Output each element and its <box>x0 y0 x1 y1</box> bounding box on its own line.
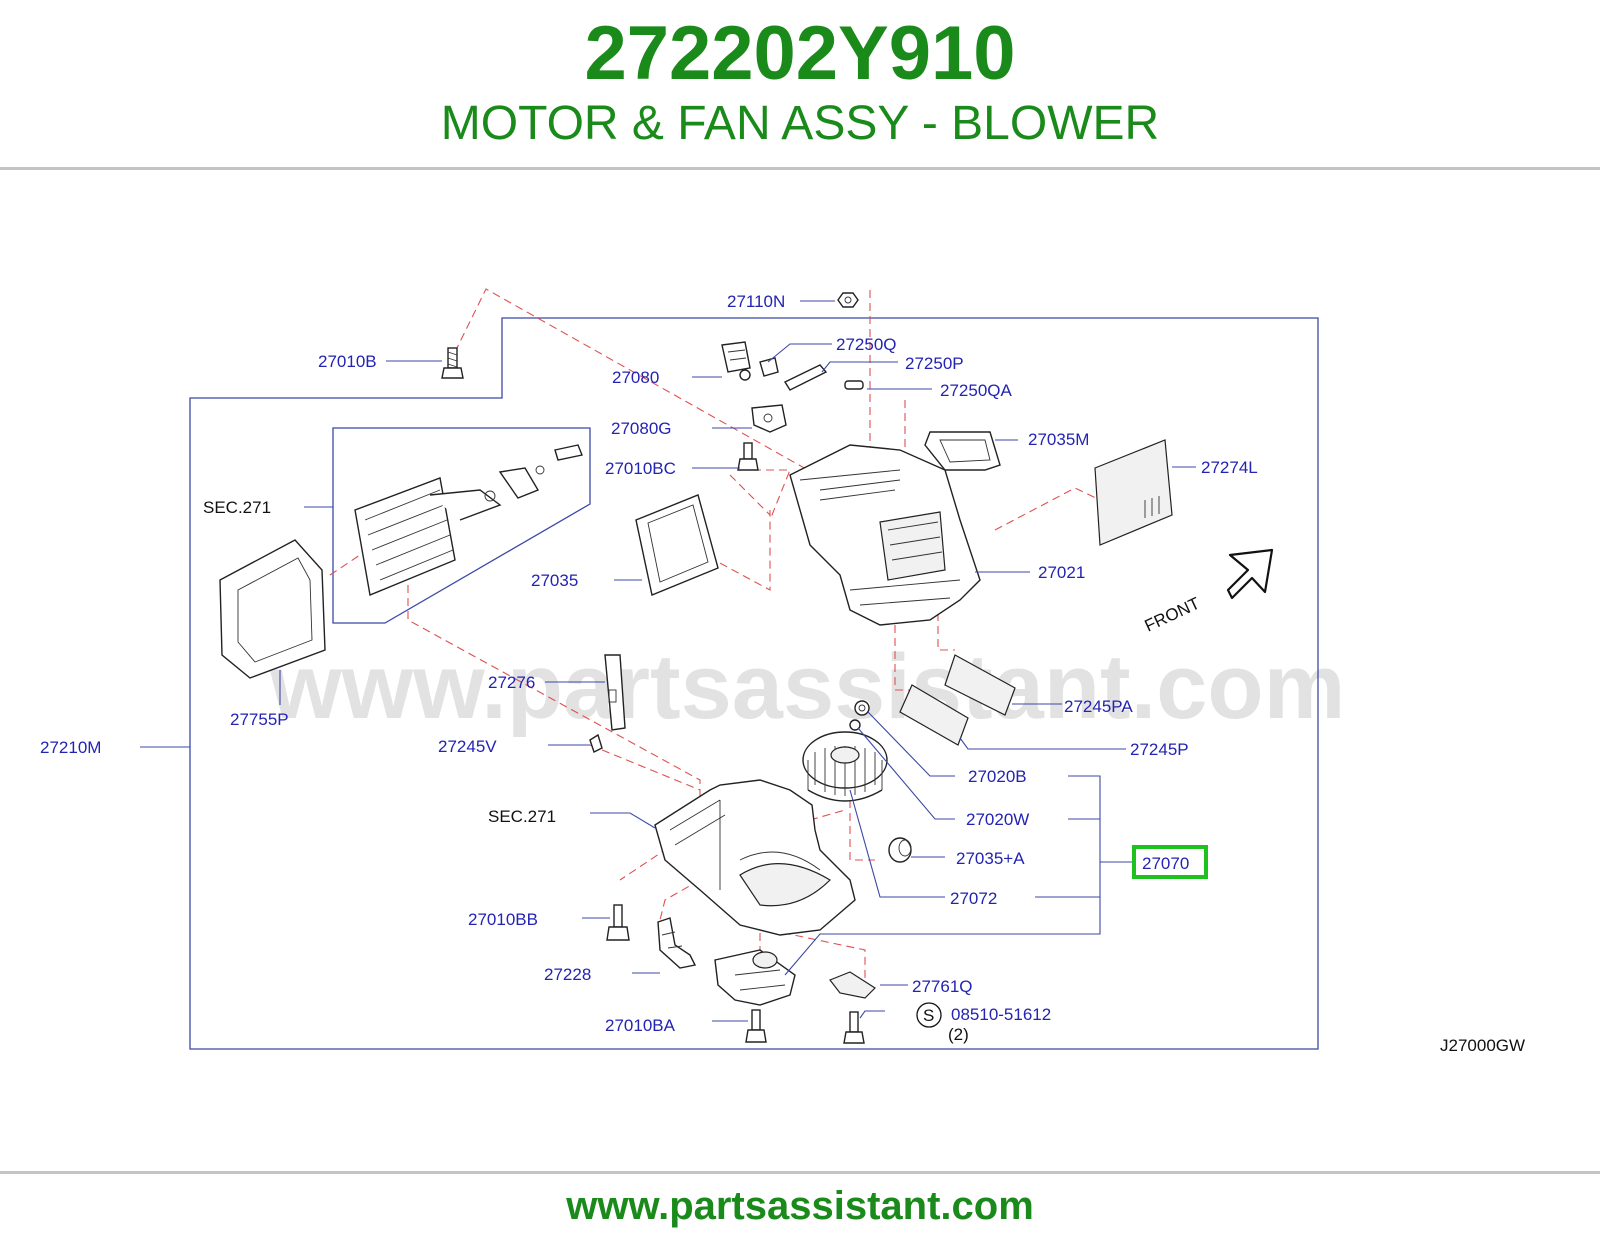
assembly-outline <box>189 317 1319 1050</box>
label-27035M[interactable]: 27035M <box>1028 430 1089 449</box>
label-27276[interactable]: 27276 <box>488 673 535 692</box>
part-name: MOTOR & FAN ASSY - BLOWER <box>440 97 1160 150</box>
screw-27010BA <box>745 1009 767 1043</box>
label-27210M[interactable]: 27210M <box>40 738 101 757</box>
blower-motor <box>714 949 796 1006</box>
label-27245PA[interactable]: 27245PA <box>1064 697 1133 716</box>
washer-27020B <box>854 700 870 716</box>
seal-27755P <box>219 539 326 679</box>
clip-27245V <box>589 733 603 753</box>
label-27274L[interactable]: 27274L <box>1201 458 1258 477</box>
bracket-27080G <box>751 404 787 433</box>
label-08510-51612[interactable]: 08510-51612 <box>951 1005 1051 1024</box>
label-27755P[interactable]: 27755P <box>230 710 289 729</box>
label-27072[interactable]: 27072 <box>950 889 997 908</box>
footer-url[interactable]: www.partsassistant.com <box>566 1184 1034 1228</box>
filter-27274L <box>1094 439 1173 546</box>
leader-lines <box>140 300 1196 1022</box>
watermark: www.partsassistant.com <box>269 636 1345 738</box>
label-27010BC[interactable]: 27010BC <box>605 459 676 478</box>
seal-27035 <box>635 494 719 596</box>
evaporator-section-outline <box>332 427 591 624</box>
label-27250QA[interactable]: 27250QA <box>940 381 1012 400</box>
screw-marker-circle <box>916 1002 942 1028</box>
label-27110N[interactable]: 27110N <box>727 292 785 311</box>
screw-08510-51612 <box>843 1011 865 1044</box>
screw-marker-s: S <box>923 1006 934 1025</box>
label-27228[interactable]: 27228 <box>544 965 591 984</box>
seal-27035M <box>924 431 1001 471</box>
screw-27010BC <box>737 442 759 471</box>
label-27035A[interactable]: 27035+A <box>956 849 1025 868</box>
highlight-box-27070 <box>1132 845 1208 879</box>
label-27080G[interactable]: 27080G <box>611 419 672 438</box>
label-27245V[interactable]: 27245V <box>438 737 497 756</box>
label-27761Q[interactable]: 27761Q <box>912 977 973 996</box>
clip-27250QA <box>844 380 864 390</box>
label-qty-2: (2) <box>948 1025 969 1044</box>
washer-27020W <box>849 719 861 731</box>
label-sec271-upper[interactable]: SEC.271 <box>203 498 271 517</box>
label-27010BB[interactable]: 27010BB <box>468 910 538 929</box>
door-27245P <box>899 684 969 746</box>
link-27250P <box>783 364 828 391</box>
part-number: 272202Y910 <box>584 11 1016 96</box>
front-label: FRONT <box>1142 594 1203 636</box>
header-divider <box>0 167 1600 170</box>
lower-case <box>654 779 856 936</box>
evaporator-core <box>354 444 583 596</box>
bracket-27276 <box>604 654 626 731</box>
label-27245P[interactable]: 27245P <box>1130 740 1189 759</box>
screw-27010BB <box>606 904 630 941</box>
blower-fan <box>802 731 888 802</box>
door-27245PA <box>944 654 1016 716</box>
label-27021[interactable]: 27021 <box>1038 563 1085 582</box>
bolt-27010B <box>441 347 464 379</box>
footer-divider <box>0 1171 1600 1174</box>
label-sec271-lower[interactable]: SEC.271 <box>488 807 556 826</box>
harness-27228 <box>657 917 697 969</box>
label-27020B[interactable]: 27020B <box>968 767 1027 786</box>
label-27035[interactable]: 27035 <box>531 571 578 590</box>
label-27080[interactable]: 27080 <box>612 368 659 387</box>
nut-27110N <box>837 292 859 308</box>
front-arrow-icon <box>1226 548 1274 600</box>
actuator-27080 <box>721 341 751 381</box>
clip-27250Q <box>759 357 779 377</box>
label-27020W[interactable]: 27020W <box>966 810 1029 829</box>
housing-27021 <box>789 444 981 626</box>
label-27250Q[interactable]: 27250Q <box>836 335 897 354</box>
diagram-code: J27000GW <box>1440 1036 1525 1055</box>
label-27010BA[interactable]: 27010BA <box>605 1016 676 1035</box>
label-27250P[interactable]: 27250P <box>905 354 964 373</box>
label-27010B[interactable]: 27010B <box>318 352 377 371</box>
gasket-27761Q <box>829 971 876 999</box>
label-27070[interactable]: 27070 <box>1142 854 1189 873</box>
resistor-27035A <box>888 837 912 863</box>
